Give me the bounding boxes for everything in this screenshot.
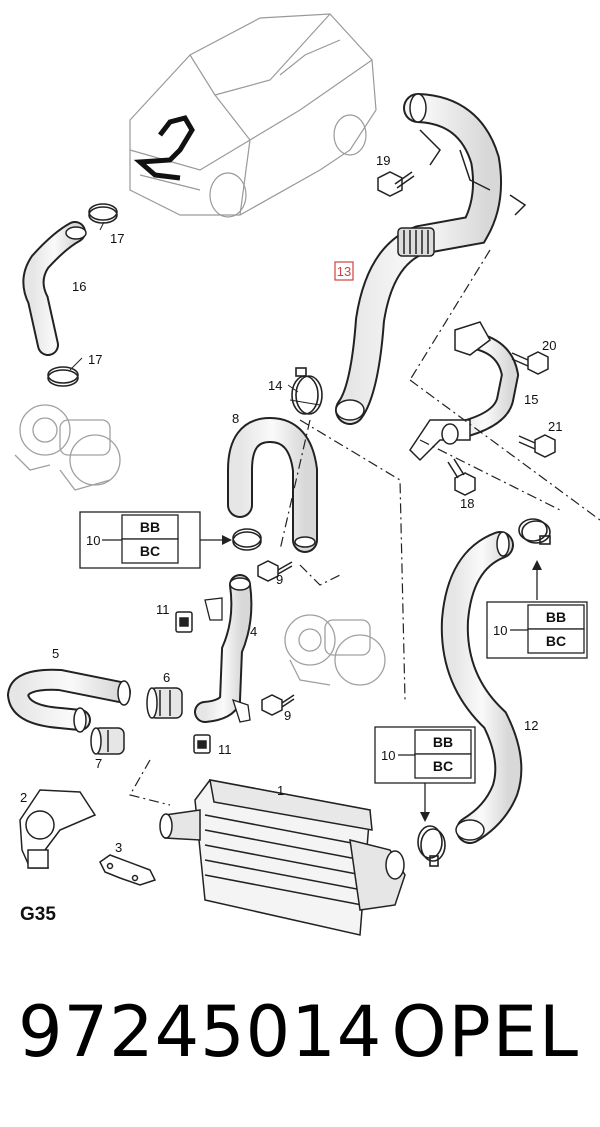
bolt-19-icon xyxy=(377,171,415,197)
pipe-5-icon xyxy=(6,668,131,733)
part-number: 97245014 xyxy=(18,991,383,1073)
variant-box-2-code-a: BB xyxy=(546,609,566,625)
pipe-13-icon xyxy=(335,93,527,425)
callout-15: 15 xyxy=(524,392,538,407)
variant-box-1-code-b: BC xyxy=(140,543,160,559)
variant-box-2-ref: 10 xyxy=(493,623,507,638)
clip-11-upper-icon xyxy=(175,611,193,633)
parts-diagram: 10 BB BC 10 BB BC 10 BB BC 1 xyxy=(6,13,600,936)
callout-18: 18 xyxy=(460,496,474,511)
clamp-12-top-icon xyxy=(518,518,551,545)
callout-11-upper: 11 xyxy=(156,602,170,617)
callout-17-lower: 17 xyxy=(88,352,102,367)
callout-5: 5 xyxy=(52,646,59,661)
callout-17-upper: 17 xyxy=(110,231,124,246)
bolt-9-upper-icon xyxy=(257,560,293,582)
sleeve-7-icon xyxy=(90,727,125,755)
pipe-4-icon xyxy=(194,574,253,723)
hose-8-icon xyxy=(227,416,318,553)
callout-13: 13 xyxy=(337,264,351,279)
variant-box-2: 10 BB BC xyxy=(486,560,588,659)
variant-box-1-code-a: BB xyxy=(140,519,160,535)
vehicle-outline xyxy=(129,13,377,218)
turbocharger-middle-icon xyxy=(284,614,386,686)
hose-12-icon xyxy=(440,531,523,844)
variant-box-3-ref: 10 xyxy=(381,748,395,763)
sleeve-6-icon xyxy=(146,687,183,719)
clamp-8-icon xyxy=(232,528,262,551)
variant-box-3: 10 BB BC xyxy=(374,726,476,822)
footer: 97245014 OPEL xyxy=(18,990,588,1090)
callout-4: 4 xyxy=(250,624,257,639)
variant-box-3-code-b: BC xyxy=(433,758,453,774)
hose-16-icon xyxy=(22,221,87,356)
callout-19: 19 xyxy=(376,153,390,168)
bracket-2-icon xyxy=(19,789,97,869)
turbocharger-left-icon xyxy=(14,404,121,491)
callout-labels: 1 2 3 4 5 6 7 8 9 9 11 11 12 13 14 15 16… xyxy=(20,153,562,855)
bolt-18-icon xyxy=(447,458,476,496)
bolt-21-icon xyxy=(518,434,556,458)
callout-leaders xyxy=(69,221,321,406)
clamp-12-bottom-icon xyxy=(417,825,446,867)
callout-8: 8 xyxy=(232,411,239,426)
callout-1: 1 xyxy=(277,783,284,798)
callout-14: 14 xyxy=(268,378,282,393)
intercooler-1-icon xyxy=(159,779,406,936)
pipe-15-icon xyxy=(409,321,520,462)
bolt-20-icon xyxy=(511,351,549,375)
variant-box-2-code-b: BC xyxy=(546,633,566,649)
callout-12: 12 xyxy=(524,718,538,733)
bolt-9-lower-icon xyxy=(261,694,295,716)
brand-name: OPEL xyxy=(391,991,580,1073)
callout-11-lower: 11 xyxy=(218,742,232,757)
callout-20: 20 xyxy=(542,338,556,353)
leader-lines xyxy=(129,249,600,806)
callout-7: 7 xyxy=(95,756,102,771)
clamp-17-lower-icon xyxy=(47,366,79,387)
variant-box-3-code-a: BB xyxy=(433,734,453,750)
callout-16: 16 xyxy=(72,279,86,294)
callout-3: 3 xyxy=(115,840,122,855)
callout-2: 2 xyxy=(20,790,27,805)
clamp-17-upper-icon xyxy=(88,203,118,224)
vehicle-highlight-intercooler-icon xyxy=(133,115,195,181)
clip-11-lower-icon xyxy=(193,734,211,754)
variant-box-1-ref: 10 xyxy=(86,533,100,548)
section-code: G35 xyxy=(20,904,56,925)
callout-13-highlight-box xyxy=(334,261,354,281)
callout-21: 21 xyxy=(548,419,562,434)
variant-box-1: 10 BB BC xyxy=(79,511,232,569)
bracket-3-icon xyxy=(99,854,157,886)
clamp-14-icon xyxy=(291,367,323,415)
callout-9-upper: 9 xyxy=(276,572,283,587)
callout-9-lower: 9 xyxy=(284,708,291,723)
callout-6: 6 xyxy=(163,670,170,685)
